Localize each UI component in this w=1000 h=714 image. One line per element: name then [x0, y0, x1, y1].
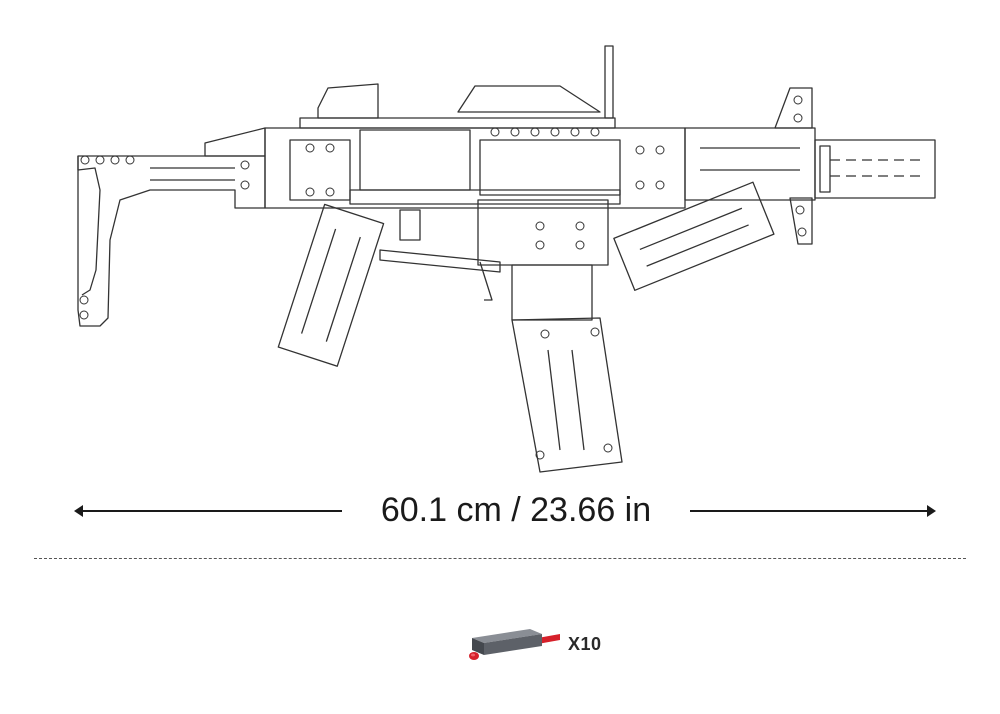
front-grip	[613, 181, 775, 291]
magazine	[477, 199, 623, 473]
receiver	[264, 45, 686, 209]
dimension-arrow-left-icon	[74, 505, 83, 517]
dimension-arrow-right-icon	[927, 505, 936, 517]
length-dimension: 60.1 cm / 23.66 in	[0, 480, 1000, 540]
stock	[77, 127, 266, 327]
handguard	[684, 87, 816, 245]
dimension-line-left	[80, 510, 342, 512]
length-label: 60.1 cm / 23.66 in	[380, 491, 652, 529]
dart-quantity: X10	[568, 634, 602, 654]
blaster-lineart-illustration	[77, 45, 936, 473]
stud-details	[79, 95, 807, 460]
included-darts: X10	[455, 620, 625, 670]
barrel	[814, 139, 936, 199]
dimension-line-right	[690, 510, 930, 512]
dashed-divider	[34, 558, 966, 559]
pistol-grip	[277, 203, 385, 367]
dart-icon	[469, 629, 560, 660]
trigger-assembly	[379, 209, 501, 301]
